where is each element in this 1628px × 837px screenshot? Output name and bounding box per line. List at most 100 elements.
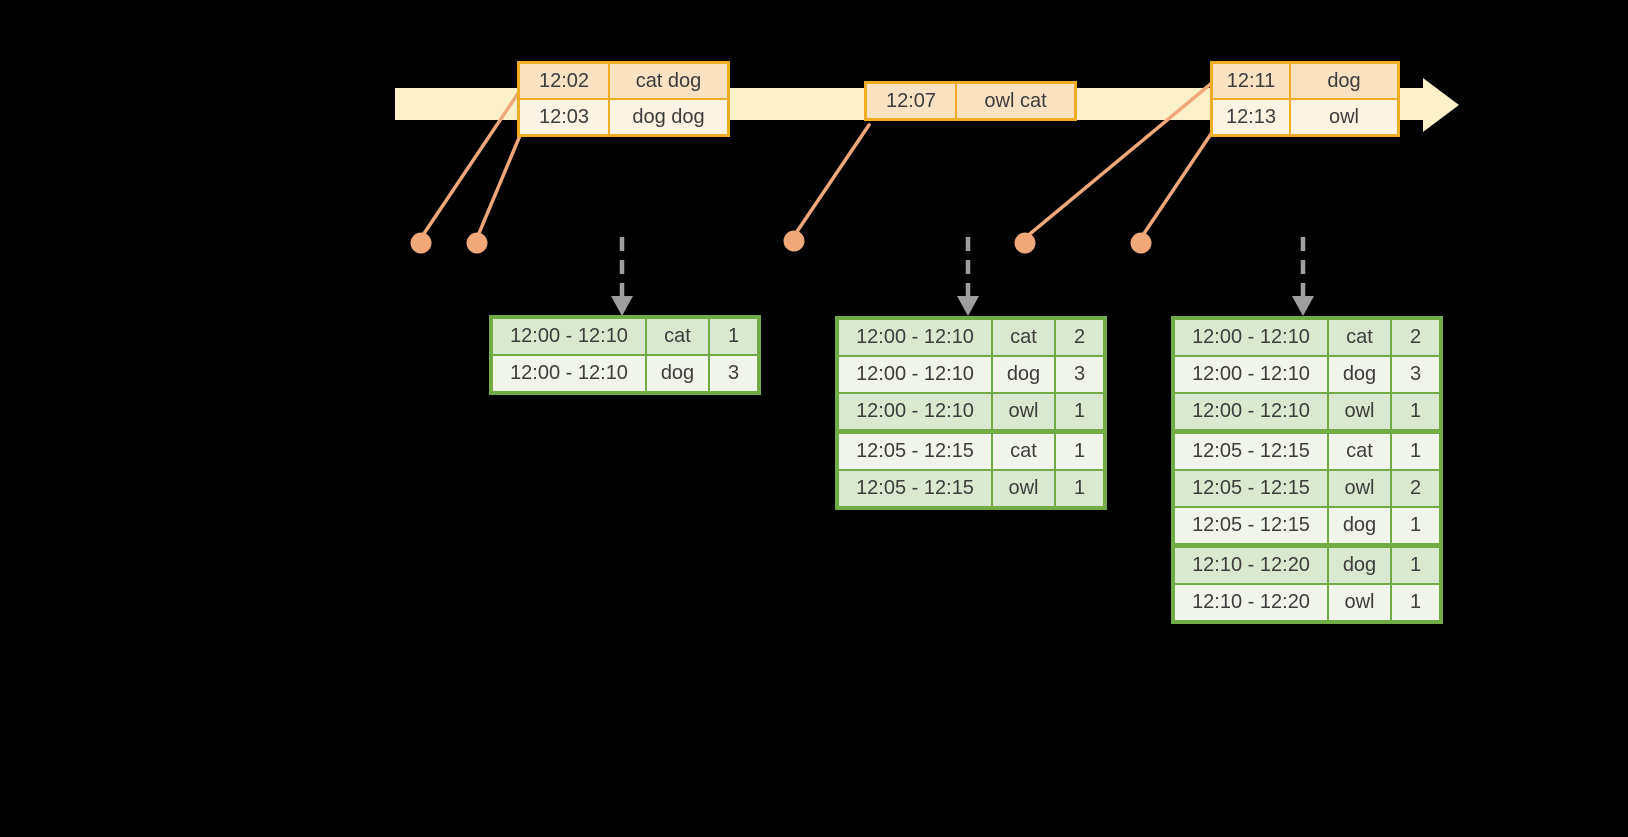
table-cell: 12:00 - 12:10: [836, 317, 993, 357]
table-cell: cat: [1327, 317, 1392, 357]
event-dot: [783, 230, 805, 252]
table-cell: 1: [1390, 543, 1442, 585]
table-cell: 12:00 - 12:10: [490, 316, 647, 356]
table-cell: 1: [1390, 506, 1442, 547]
table-cell: 12:05 - 12:15: [1172, 429, 1329, 471]
table-cell: 12:00 - 12:10: [490, 354, 647, 394]
table-cell: owl: [1327, 583, 1392, 623]
table-cell: 12:05 - 12:15: [836, 429, 993, 471]
table-cell: owl: [1327, 392, 1392, 433]
table-cell: 3: [708, 354, 760, 394]
table-cell: dog: [1327, 355, 1392, 394]
table-cell: 12:13: [1210, 98, 1291, 137]
table-cell: dog: [1289, 61, 1400, 100]
event-dot: [1014, 232, 1036, 254]
table-cell: 2: [1390, 317, 1442, 357]
table-cell: dog: [645, 354, 710, 394]
table-cell: 12:05 - 12:15: [836, 469, 993, 509]
table-cell: 1: [708, 316, 760, 356]
table-cell: 1: [1054, 469, 1106, 509]
table-cell: 1: [1390, 392, 1442, 433]
table-cell: owl: [1327, 469, 1392, 508]
table-cell: 12:00 - 12:10: [836, 392, 993, 433]
event-marker-dots: [410, 230, 1152, 254]
trigger-arrowhead-icon: [957, 296, 979, 316]
table-cell: 12:00 - 12:10: [1172, 317, 1329, 357]
table-cell: 12:11: [1210, 61, 1291, 100]
table-cell: dog: [1327, 506, 1392, 547]
table-cell: 2: [1390, 469, 1442, 508]
trigger-arrowhead-icon: [611, 296, 633, 316]
table-cell: 12:03: [517, 98, 610, 137]
table-cell: cat: [645, 316, 710, 356]
trigger-arrow-lines: [619, 237, 1306, 299]
table-cell: 12:05 - 12:15: [1172, 506, 1329, 547]
event-connector-lines: [419, 80, 1217, 240]
table-cell: 12:07: [864, 81, 957, 121]
table-cell: cat: [991, 317, 1056, 357]
table-cell: 12:02: [517, 61, 610, 100]
trigger-arrow-heads: [611, 296, 1314, 316]
timeline-arrow-head-icon: [1423, 78, 1459, 132]
table-cell: 3: [1390, 355, 1442, 394]
table-cell: 1: [1054, 392, 1106, 433]
table-cell: owl cat: [955, 81, 1077, 121]
table-cell: owl: [991, 469, 1056, 509]
table-cell: 1: [1390, 583, 1442, 623]
table-cell: cat: [991, 429, 1056, 471]
event-dot: [1130, 232, 1152, 254]
table-cell: 12:00 - 12:10: [1172, 392, 1329, 433]
event-dot: [466, 232, 488, 254]
event-connector-line: [419, 87, 523, 240]
table-cell: 12:00 - 12:10: [1172, 355, 1329, 394]
table-cell: 12:10 - 12:20: [1172, 583, 1329, 623]
event-connector-line: [1023, 80, 1215, 240]
event-dot: [410, 232, 432, 254]
table-cell: 1: [1390, 429, 1442, 471]
table-cell: 12:00 - 12:10: [836, 355, 993, 394]
table-cell: owl: [991, 392, 1056, 433]
table-cell: 12:05 - 12:15: [1172, 469, 1329, 508]
table-cell: 3: [1054, 355, 1106, 394]
table-cell: 12:10 - 12:20: [1172, 543, 1329, 585]
table-cell: dog: [991, 355, 1056, 394]
trigger-arrowhead-icon: [1292, 296, 1314, 316]
table-cell: owl: [1289, 98, 1400, 137]
table-cell: cat: [1327, 429, 1392, 471]
table-cell: cat dog: [608, 61, 730, 100]
event-connector-line: [792, 123, 871, 238]
table-cell: dog dog: [608, 98, 730, 137]
table-cell: 1: [1054, 429, 1106, 471]
table-cell: 2: [1054, 317, 1106, 357]
event-connector-line: [475, 124, 526, 240]
